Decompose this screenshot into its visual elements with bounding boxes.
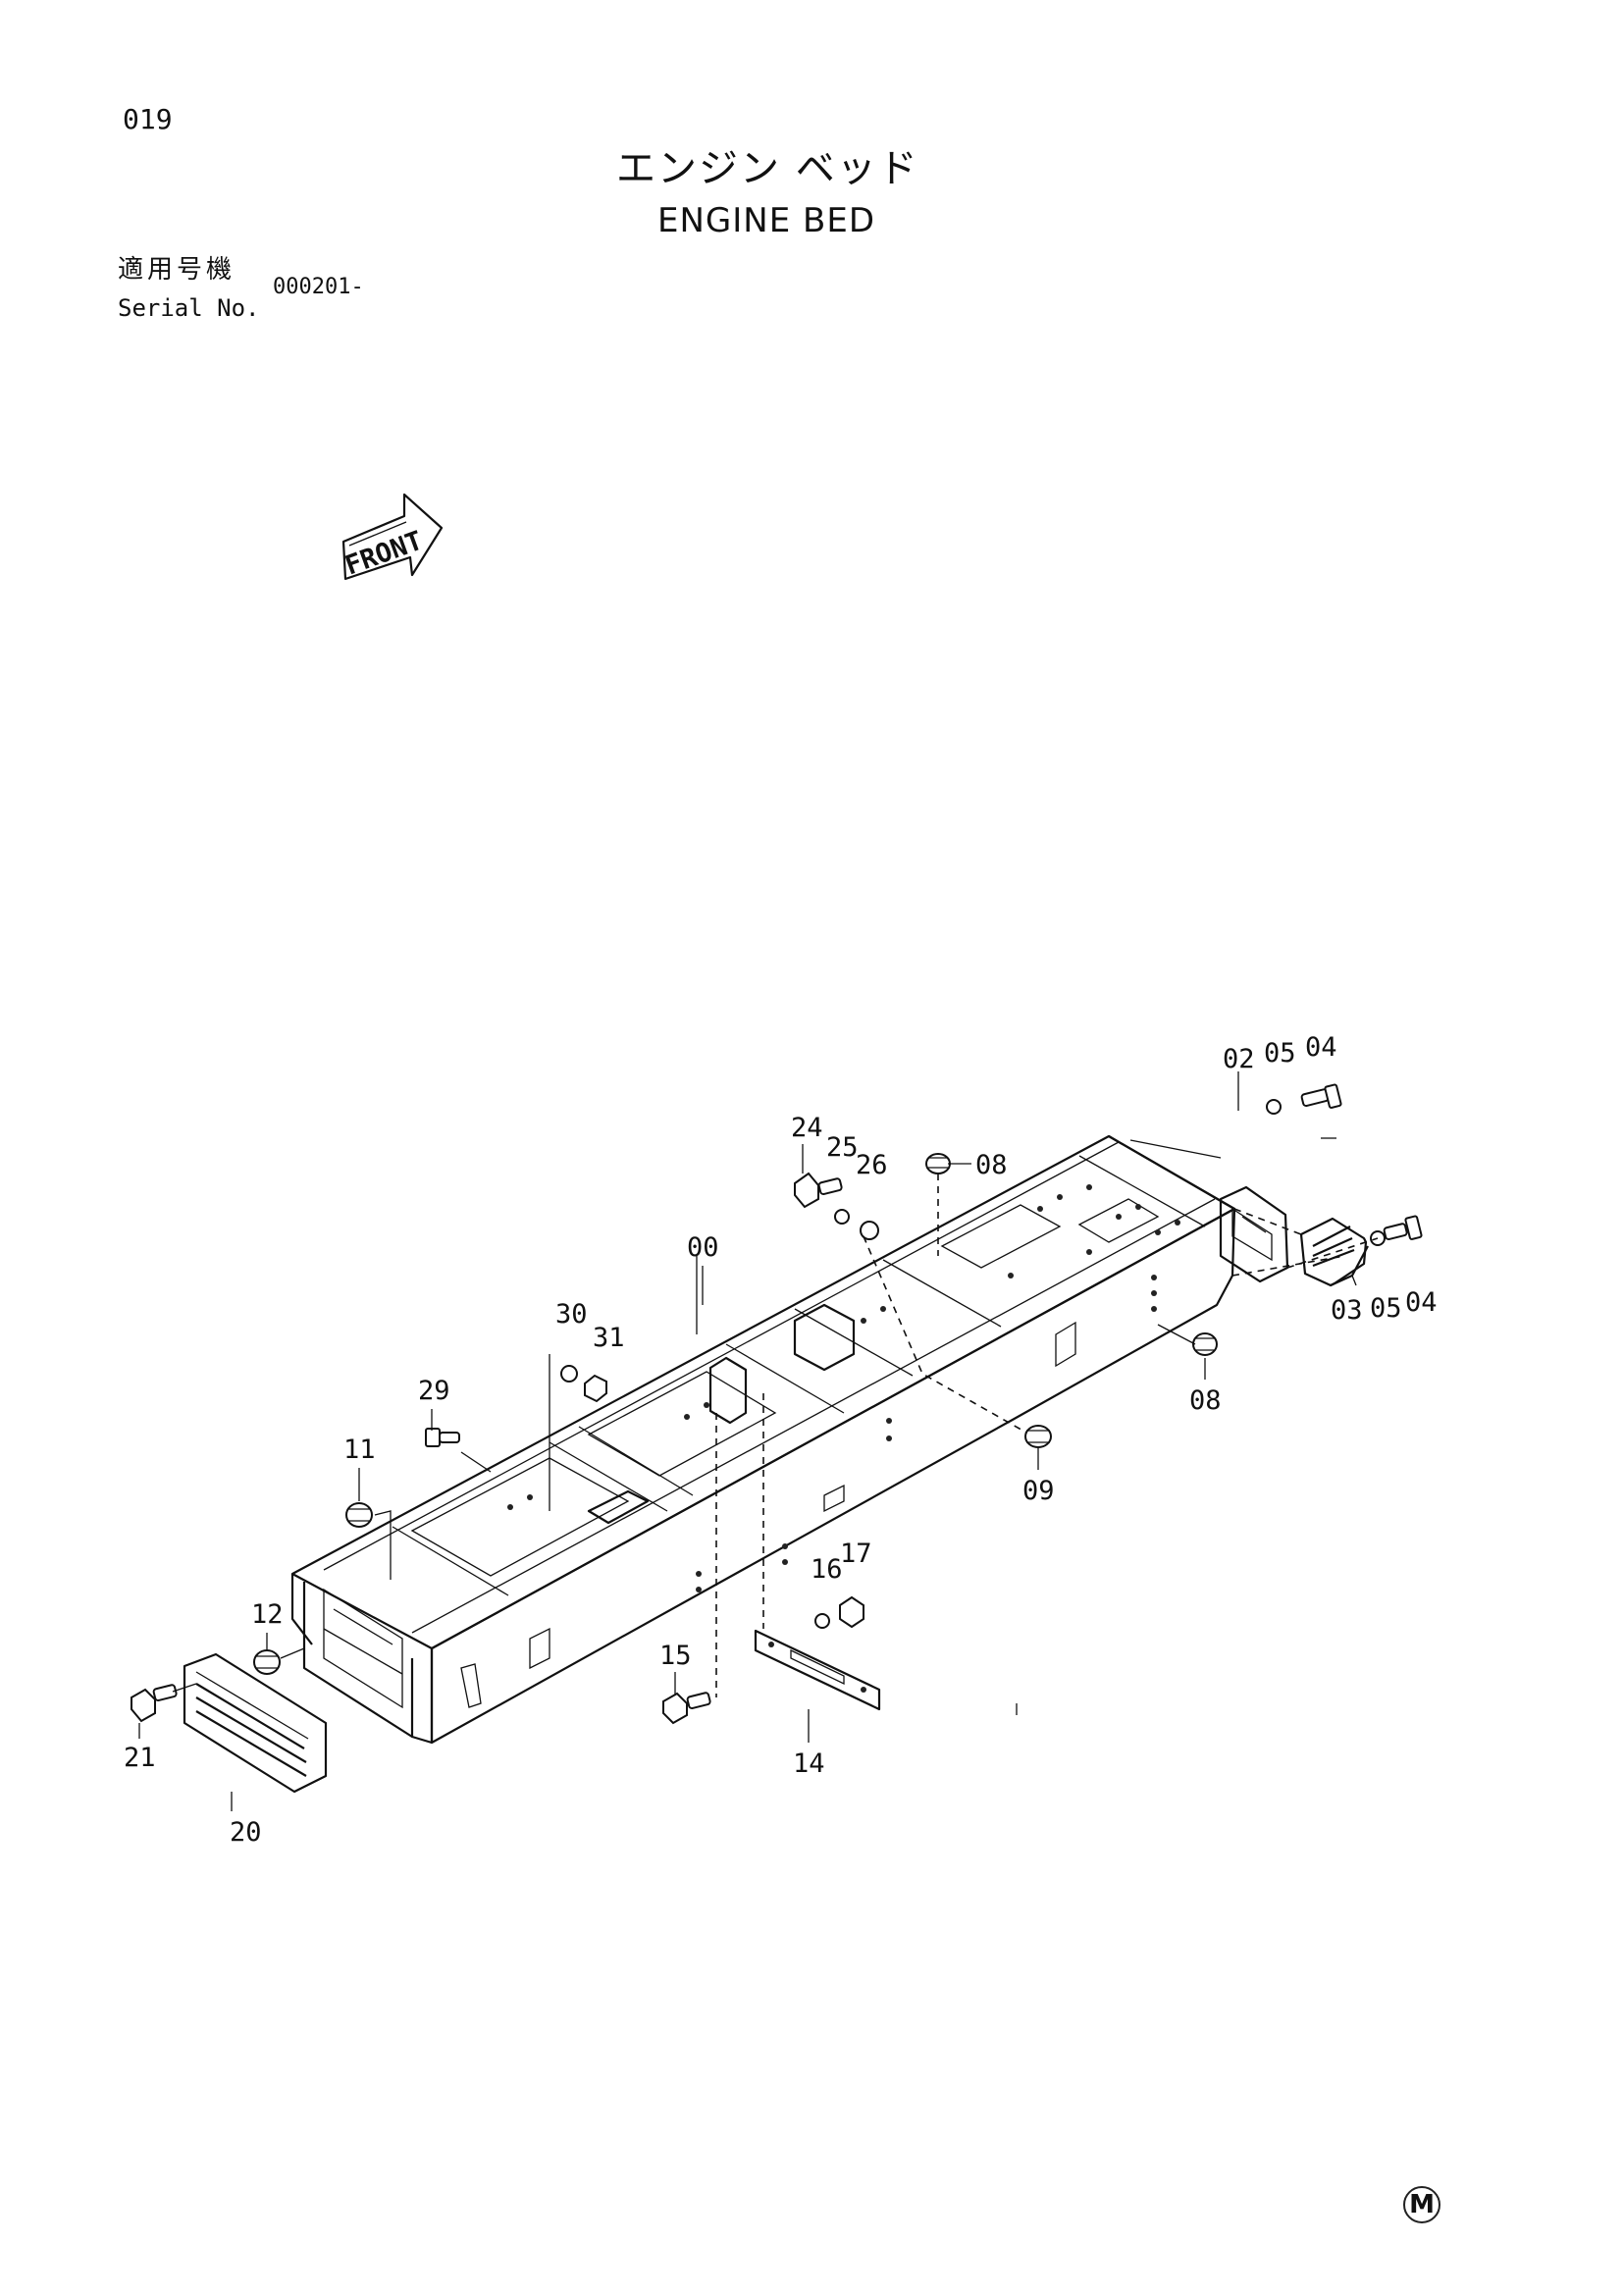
bolt-24-icon [794,1172,843,1209]
grommet-08-upper-icon [925,1153,951,1174]
washer-05-upper-icon [1266,1099,1282,1115]
grommet-08-lower-icon [1192,1332,1218,1356]
callout-03: 03 [1331,1295,1363,1326]
page-title: ENGINE BED [657,201,876,240]
serial-label: Serial No. [118,294,260,322]
washer-26-icon [860,1221,879,1240]
bolt-04-upper-icon [1300,1083,1342,1109]
callout-04-lower: 04 [1405,1287,1438,1318]
nut-31-icon [584,1374,607,1403]
callout-30: 30 [555,1299,588,1330]
callout-29: 29 [418,1376,450,1406]
callout-31: 31 [593,1323,625,1353]
page-title-japanese: エンジン ベッド [616,146,919,191]
bolt-21-icon [131,1684,178,1723]
serial-label-japanese: 適用号機 [118,255,236,285]
cover-plate-02 [1219,1185,1289,1283]
callout-04-upper: 04 [1305,1032,1337,1063]
callout-15: 15 [659,1641,692,1671]
grommet-12-icon [253,1649,281,1675]
washer-16-icon [814,1613,830,1629]
nut-17-icon [839,1595,864,1629]
callout-25: 25 [826,1132,859,1163]
grommet-09-icon [1024,1425,1052,1448]
callout-24: 24 [791,1113,823,1143]
callout-09: 09 [1022,1476,1055,1506]
grommet-11-icon [345,1502,373,1528]
callout-11: 11 [343,1435,376,1465]
plate-14 [754,1629,881,1711]
front-arrow-icon: FRONT [341,493,444,582]
callout-00: 00 [687,1232,719,1263]
callout-17: 17 [840,1539,872,1569]
serial-value: 000201- [273,275,364,299]
callout-02: 02 [1223,1044,1255,1074]
manufacturer-mark: M [1403,2186,1440,2223]
bolt-04-lower-icon [1383,1215,1423,1241]
callout-05-upper: 05 [1264,1038,1296,1069]
callout-20: 20 [230,1817,262,1848]
callout-08-upper: 08 [975,1150,1008,1180]
page-number: 019 [123,103,173,135]
cover-plate-03 [1299,1217,1369,1287]
bolt-29-icon [425,1428,460,1447]
callout-21: 21 [124,1743,156,1773]
bolt-15-icon [662,1692,711,1725]
callout-16: 16 [811,1554,843,1585]
washer-25-icon [834,1209,850,1225]
washer-30-icon [560,1365,578,1383]
callout-14: 14 [793,1748,825,1779]
cover-plate-20 [183,1652,328,1794]
callout-12: 12 [251,1599,284,1630]
callout-08-lower: 08 [1189,1385,1222,1416]
callout-26: 26 [856,1150,888,1180]
callout-05-lower: 05 [1370,1293,1402,1324]
